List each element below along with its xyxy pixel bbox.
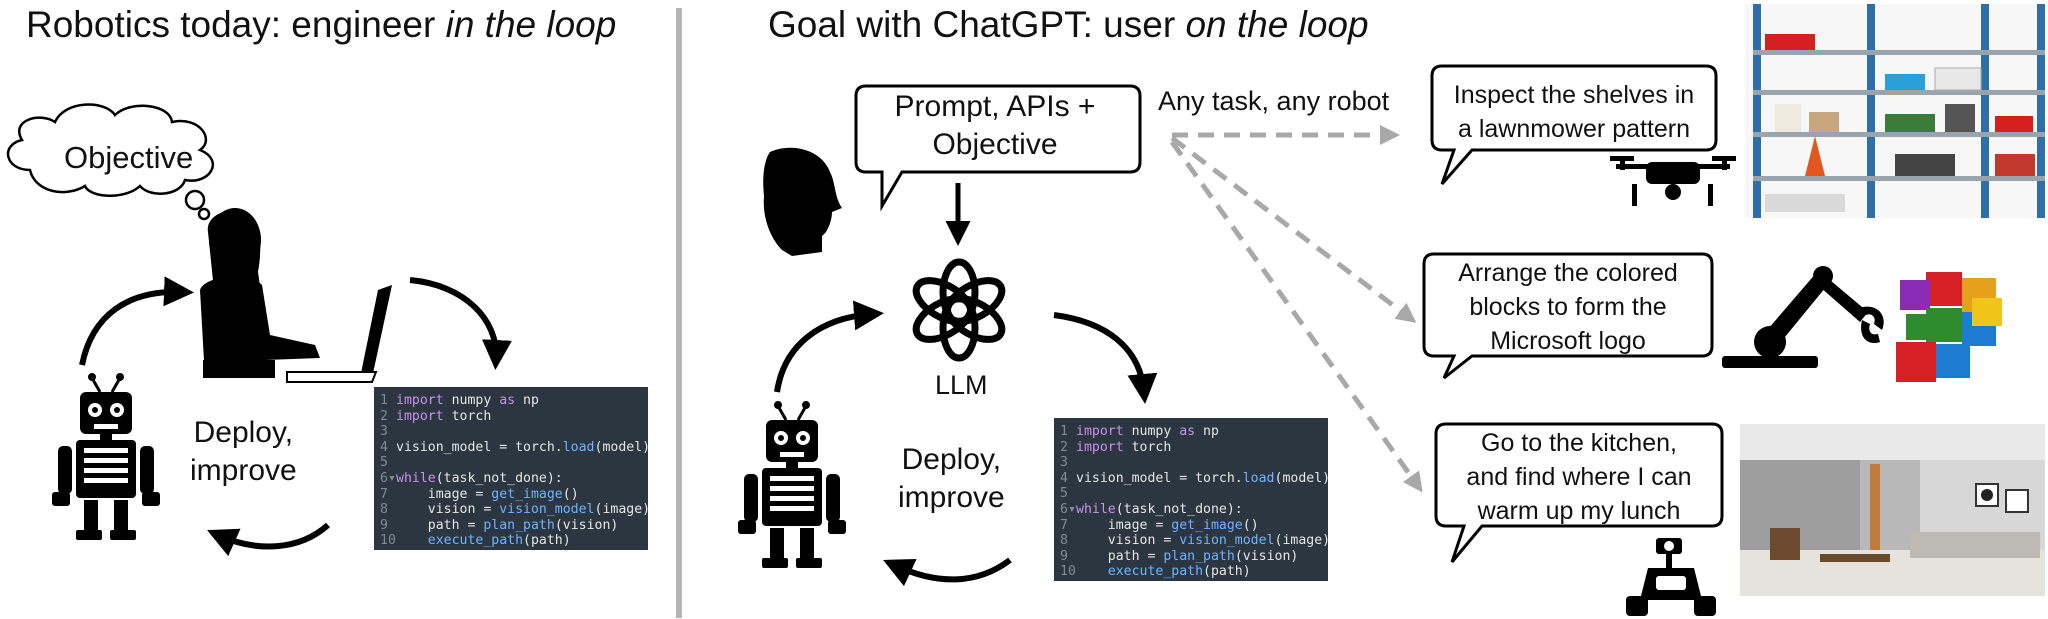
code-line-text: import torch [1076,439,1172,455]
code-line-number: 10 [380,533,396,549]
code-line-text: vision = vision_model(image) [396,502,648,518]
code-line: 10 execute_path(path) [380,533,642,549]
left-panel-graphics [6,103,512,557]
arrow-robot-to-engineer [79,276,194,366]
code-line-text: execute_path(path) [427,533,571,549]
thought-cloud-icon [6,103,214,221]
code-line: 3 [1060,455,1322,471]
task-dispatch-arrows [1169,125,1423,493]
code-line-number: 1 [380,393,388,408]
llm-logo-icon [912,258,1006,362]
code-line-number: 4 [1060,470,1068,486]
code-line-text: vision = vision_model(image) [1076,533,1328,549]
arrow-engineer-to-code [409,277,512,370]
code-line-number: 5 [1060,486,1068,502]
arrow-robot-to-llm [774,300,884,393]
code-line-text: import numpy as np [1076,424,1219,439]
engineer-silhouette-icon [200,208,320,378]
user-head-icon [763,147,842,256]
code-line-text: path = plan_path(vision) [1076,548,1299,564]
code-line: 4 vision_model = torch.load(model) [1060,470,1328,487]
drone-icon [1610,156,1736,206]
code-line: 7 image = get_image() [1060,518,1322,534]
task-3-text: Go to the kitchen, and find where I can … [1466,429,1692,525]
warehouse-shelves-photo [1745,4,2045,218]
code-line: 3 [380,424,642,440]
task-bubble-1 [1430,64,1718,185]
laptop-icon [286,285,392,383]
code-line-number: 2 [380,408,388,424]
code-line-number: 1 [1060,424,1068,439]
code-line: 8 vision = vision_model(image) [380,502,648,518]
task-2-text: Arrange the colored blocks to form the M… [1458,259,1678,355]
arrow-code-to-robot [207,522,330,557]
task-1-text: Inspect the shelves in a lawnmower patte… [1453,81,1695,143]
code-line-number: 4 [380,439,388,455]
code-line-text: while(task_not_done): [396,470,563,486]
code-line: 7 image = get_image() [380,487,642,503]
code-line-number: 5 [380,455,388,471]
code-line-number: 9 [380,517,388,533]
left-deploy-label: Deploy, improve [190,416,297,487]
task-bubble-3 [1434,422,1724,563]
code-line-text: import torch [396,408,492,424]
robot-arm-icon [1722,266,1884,368]
code-line-text: vision_model = torch.load(model) [396,439,648,455]
code-line-text: while(task_not_done): [1076,501,1243,517]
colored-blocks-icon [1896,272,2002,382]
code-line: 2 import torch [1060,440,1322,456]
code-line: 9 path = plan_path(vision) [380,518,642,534]
prompt-bubble [854,84,1142,212]
code-line-number: 7 [1060,517,1068,533]
task-bubble-2 [1422,252,1714,380]
code-line-number: 2 [1060,439,1068,455]
right-panel-graphics [738,64,1884,616]
code-line: 6▾while(task_not_done): [380,471,642,487]
code-line: 8 vision = vision_model(image) [1060,533,1328,549]
thought-objective-text: Objective [64,140,194,175]
code-line-number: 3 [380,424,388,440]
mobile-robot-icon [1626,538,1716,616]
robot-icon [52,373,160,540]
code-line-text: execute_path(path) [1107,564,1251,580]
code-line: 10 execute_path(path) [1060,564,1322,580]
right-panel-title: Goal with ChatGPT: user on the loop [768,4,1369,45]
code-line: 6▾while(task_not_done): [1060,502,1322,518]
arrow-llm-to-code [1053,312,1158,404]
panel-divider [676,8,682,618]
code-line-text: image = get_image() [396,486,579,502]
code-line-text: vision_model = torch.load(model) [1076,470,1328,486]
code-line: 4 vision_model = torch.load(model) [380,439,648,456]
left-panel-title: Robotics today: engineer in the loop [26,4,617,45]
code-line-number: 8 [380,502,388,518]
code-line: 5 [380,455,642,471]
code-line-number: 6▾ [380,470,396,486]
code-line: 1 import numpy as np [1060,424,1322,440]
robot-icon-right [738,401,846,568]
arrow-code-to-robot [883,557,1012,587]
code-line-number: 10 [1060,564,1076,580]
code-line-text: path = plan_path(vision) [396,517,619,533]
code-line-text: import numpy as np [396,393,539,408]
code-line-number: 7 [380,486,388,502]
code-line-number: 9 [1060,548,1068,564]
code-line: 5 [1060,486,1322,502]
code-line-text: image = get_image() [1076,517,1259,533]
code-line-number: 6▾ [1060,501,1076,517]
code-line: 9 path = plan_path(vision) [1060,549,1322,565]
code-line-number: 8 [1060,533,1068,549]
any-task-label: Any task, any robot [1158,86,1390,116]
code-line: 1 import numpy as np [380,393,642,409]
right-deploy-label: Deploy, improve [898,443,1005,514]
code-line: 2 import torch [380,409,642,425]
code-line-number: 3 [1060,455,1068,471]
prompt-bubble-text: Prompt, APIs + Objective [894,90,1096,161]
living-room-photo [1740,424,2045,596]
llm-label: LLM [935,370,988,400]
